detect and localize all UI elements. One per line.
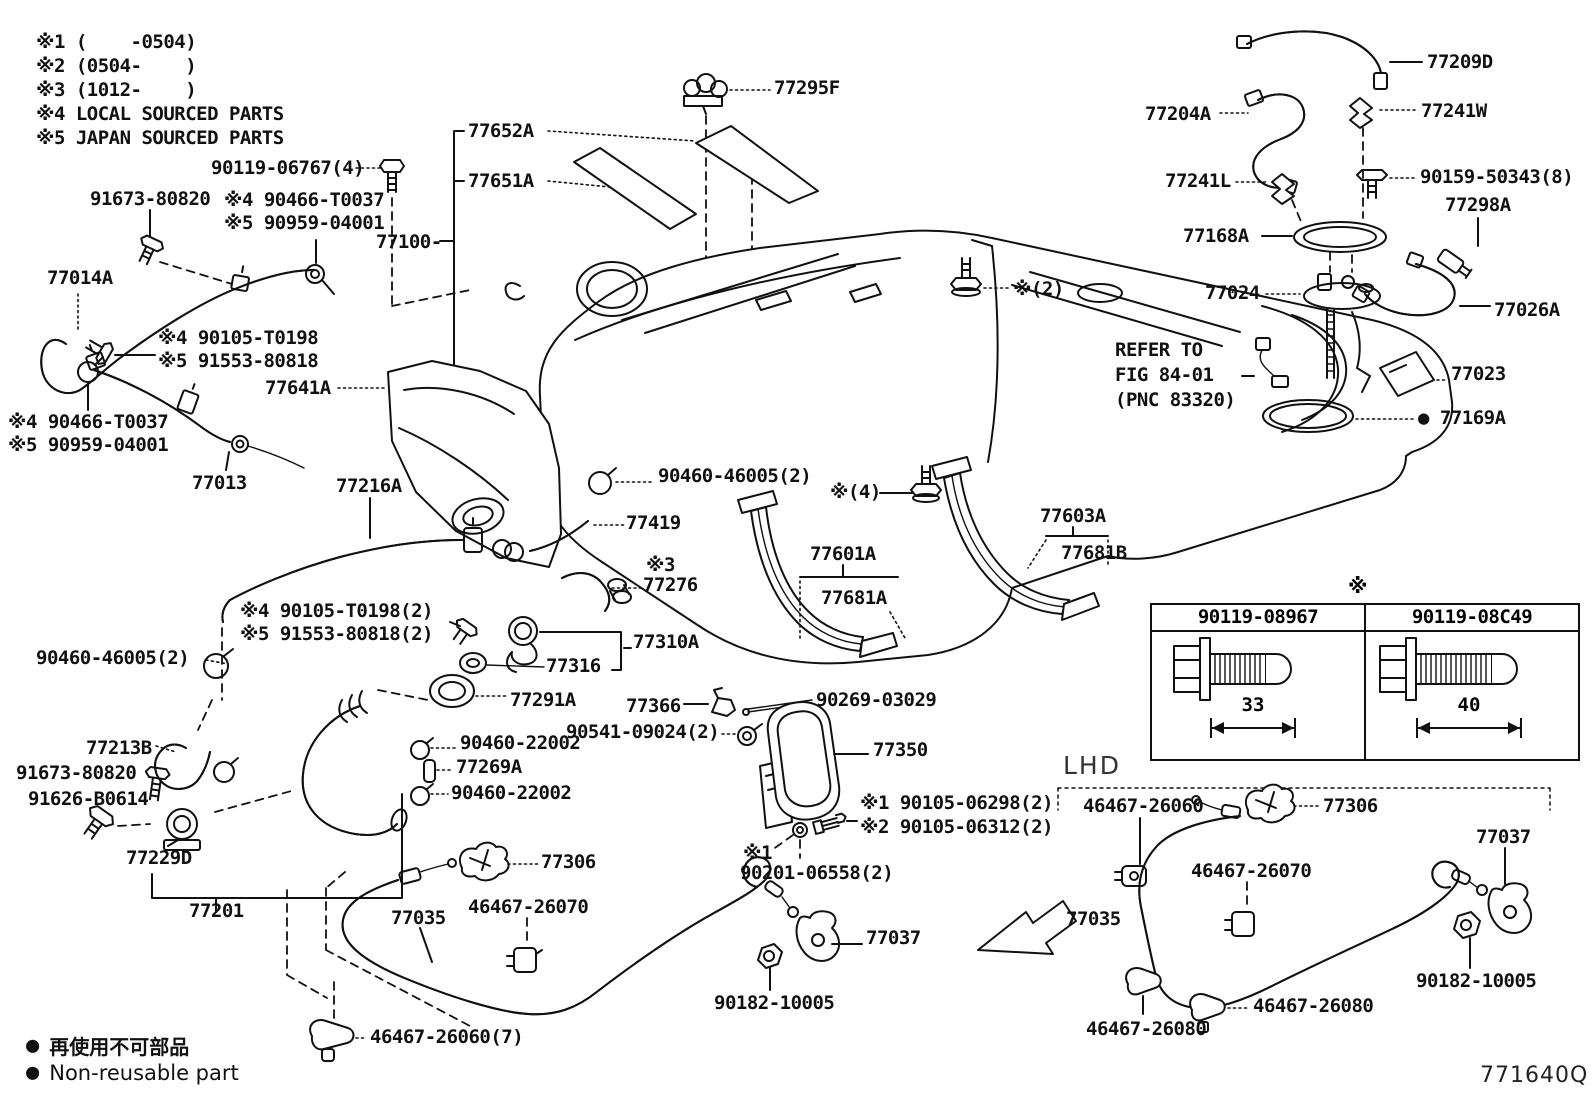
protector-77350: [759, 701, 869, 838]
note-line: ※2 (0504- ): [36, 55, 197, 77]
legend-row-en: ● Non-reusable part: [26, 1059, 239, 1086]
note-line: ※4 LOCAL SOURCED PARTS: [36, 103, 284, 125]
dimension-value: 40: [1457, 694, 1481, 716]
breather-hose-77014A: [41, 265, 314, 393]
left-arrow-icon: [977, 900, 1077, 955]
tank-band-77601A: [737, 490, 906, 658]
bolt-part-number: 90119-08C49: [1366, 605, 1578, 632]
bolt-column-2: 90119-08C49 40: [1366, 605, 1578, 759]
bolt-drawing: [1173, 637, 1292, 701]
tube-77013: [77, 339, 305, 471]
lock-rod-parts: [683, 687, 813, 746]
refer-note: REFER TO FIG 84-01 (PNC 83320): [1115, 338, 1236, 413]
tank-band-77603A: [931, 456, 1109, 621]
dimension-indicator: 40: [1416, 694, 1522, 738]
note-line: ※3 (1012- ): [36, 79, 197, 101]
marker-bolts: [879, 257, 1009, 503]
clamp-77295F: [683, 73, 771, 115]
lock-cable-lhd: [977, 783, 1551, 1033]
fuel-tank-drawing: [504, 229, 1454, 665]
non-reusable-bullet-icon: ●: [26, 1059, 40, 1085]
bolt-part-number: 90119-08967: [1152, 605, 1364, 632]
legend-row-jp: ● 再使用不可部品: [26, 1032, 239, 1059]
non-reusable-bullet-icon: ●: [26, 1032, 40, 1058]
dimension-value: 33: [1241, 694, 1265, 716]
legend-text-jp: 再使用不可部品: [49, 1035, 190, 1059]
refer-line: FIG 84-01: [1115, 364, 1214, 386]
bolt-drawing: [1379, 637, 1518, 701]
fuel-pump-module: [1219, 31, 1491, 433]
inset-marker: ※: [1348, 574, 1368, 598]
filler-pipe-77201: [83, 690, 457, 913]
note-line: ※5 JAPAN SOURCED PARTS: [36, 127, 284, 149]
clamp-90460-46005: [588, 467, 655, 495]
callout-brackets-top: [149, 130, 697, 379]
notes-block: ※1 ( -0504) ※2 (0504- ) ※3 (1012- ) ※4 L…: [36, 30, 284, 150]
bolt-column-1: 90119-08967 33: [1152, 605, 1366, 759]
dimension-indicator: 33: [1210, 694, 1296, 738]
legend-text-en: Non-reusable part: [49, 1060, 239, 1085]
refer-line: (PNC 83320): [1115, 389, 1236, 411]
lock-cable-rhd: [309, 841, 863, 1062]
refer-line: REFER TO: [1115, 339, 1203, 361]
fasteners-top-left: [138, 159, 405, 295]
fuel-inlet-parts: [205, 616, 632, 708]
bolt-dimension-table: 90119-08967 33 90119-08C49: [1150, 603, 1580, 761]
tank-shield-77641A: [337, 360, 562, 568]
diagram-code: 771640Q: [1480, 1063, 1589, 1088]
legend: ● 再使用不可部品 ● Non-reusable part: [26, 1032, 239, 1086]
note-line: ※1 ( -0504): [36, 31, 197, 53]
tank-protector-sheets: [573, 125, 819, 230]
breather-pipe-77216A: [203, 497, 642, 679]
